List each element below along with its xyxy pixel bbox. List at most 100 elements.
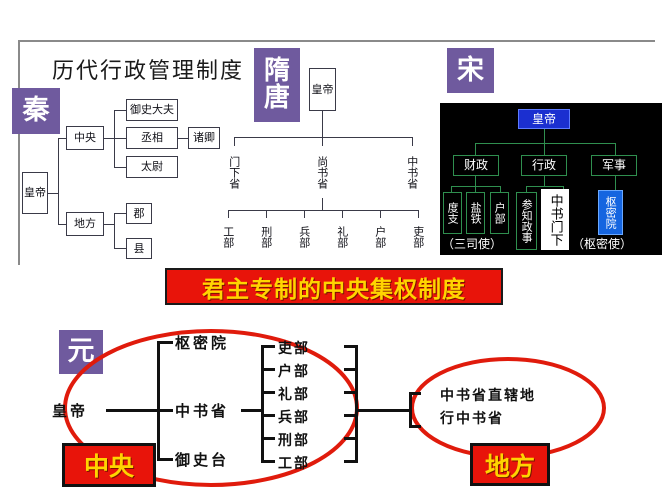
song-line-to-finance — [475, 143, 476, 155]
qin-line-to-taiwei — [114, 167, 126, 168]
song-admin-canzhizhengshi-label: 参知政事 — [520, 199, 534, 243]
song-line-to-duzhi — [451, 186, 452, 192]
yuan-line-to-local — [358, 409, 410, 412]
suitang-ministry-5: 户部 — [370, 218, 390, 256]
qin-line-to-xian — [114, 248, 126, 249]
suitang-line-to-gongbu — [228, 210, 229, 218]
qin-line-to-central — [58, 138, 66, 139]
suitang-line-to-hubu — [380, 210, 381, 218]
song-admin-zhongshumenxia: 中书门下 — [541, 189, 569, 250]
song-branch-finance: 财政 — [453, 155, 499, 176]
yuan-line-m3-out — [344, 391, 358, 394]
song-finance-duzhi-label: 度支 — [446, 202, 460, 224]
suitang-line-six-bus — [228, 210, 418, 211]
suitang-ministry-2: 刑部 — [256, 218, 276, 256]
song-finance-note: （三司使） — [442, 237, 503, 251]
yuan-line-m4-out — [344, 414, 358, 417]
yuan-line-to-yushitai — [157, 458, 173, 461]
suitang-dept-shangshusheng: 尚书省 — [312, 146, 332, 198]
yuan-local-bracket-bottom — [409, 425, 421, 428]
song-line-to-yantie — [475, 186, 476, 192]
dynasty-badge-song: 宋 — [447, 48, 494, 93]
yuan-line-to-m3 — [261, 391, 275, 394]
yuan-ministry-6: 工部 — [278, 456, 310, 472]
song-emperor-box: 皇帝 — [518, 109, 570, 129]
yuan-local-bracket-v — [409, 392, 412, 428]
yuan-ministry-2: 户部 — [278, 364, 310, 380]
frame-top-border — [18, 40, 655, 42]
suitang-ministry-5-label: 户部 — [373, 226, 387, 248]
qin-line-local-spine — [114, 213, 115, 248]
label-box-local: 地方 — [470, 443, 550, 486]
suitang-line-to-menxia — [234, 137, 235, 146]
qin-line-emperor-out — [48, 193, 58, 194]
dynasty-badge-qin: 秦 — [12, 88, 60, 134]
qin-line-to-jun — [114, 213, 126, 214]
song-diagram-panel: 皇帝 财政 行政 军事 度支 盐铁 户部 （三司使） 参知政事 — [440, 103, 662, 255]
yuan-line-to-m5 — [261, 437, 275, 440]
yuan-line-spine — [157, 341, 160, 461]
qin-line-central-out — [104, 138, 114, 139]
song-admin-zhongshumenxia-label: 中书门下 — [547, 193, 563, 246]
suitang-ministry-1: 工部 — [218, 218, 238, 256]
song-line-finance-down — [475, 176, 476, 186]
song-military-note: （枢密使） — [572, 237, 633, 251]
song-line-military-down — [615, 176, 616, 190]
qin-emperor-label: 皇帝 — [24, 186, 46, 200]
song-branch-admin: 行政 — [521, 155, 567, 176]
song-military-shumiyuan-label: 枢密院 — [604, 196, 618, 229]
song-line-admin-down — [544, 176, 545, 186]
song-finance-yantie-label: 盐铁 — [469, 202, 483, 224]
label-box-central-text: 中央 — [83, 452, 134, 481]
yuan-line-emperor-out — [106, 409, 160, 412]
suitang-line-to-libu-personnel — [418, 210, 419, 218]
suitang-line-to-bingbu — [304, 210, 305, 218]
suitang-line-to-zhongshu — [412, 137, 413, 146]
qin-line-to-local — [58, 224, 66, 225]
song-line-branch-bus — [475, 143, 615, 144]
yuan-line-m2-out — [344, 368, 358, 371]
yuan-emperor-label: 皇帝 — [52, 402, 89, 420]
suitang-dept-menxiasheng-label: 门下省 — [227, 155, 241, 189]
suitang-line-to-xingbu — [266, 210, 267, 218]
yuan-line-to-m6 — [261, 460, 275, 463]
qin-line-emperor-spine — [58, 138, 59, 224]
suitang-line-to-libu-rites — [342, 210, 343, 218]
suitang-dept-zhongshusheng-label: 中书省 — [405, 155, 419, 189]
suitang-emperor-label: 皇帝 — [311, 82, 334, 96]
yuan-organ-shumiyuan: 枢密院 — [175, 334, 230, 352]
qin-line-local-out — [104, 224, 114, 225]
suitang-line-shangshu-down — [322, 198, 323, 210]
qin-office-taiwei: 太尉 — [126, 156, 178, 178]
label-box-local-text: 地方 — [484, 451, 535, 481]
song-military-shumiyuan: 枢密院 — [598, 190, 623, 235]
label-box-central: 中央 — [62, 443, 156, 487]
song-line-emperor-down — [544, 129, 545, 143]
song-branch-military: 军事 — [591, 155, 637, 176]
qin-office-zhuqing: 诸卿 — [188, 127, 220, 149]
song-line-admin-bus — [526, 186, 564, 187]
song-line-finance-bus — [451, 186, 501, 187]
yuan-organ-zhongshusheng: 中书省 — [175, 402, 230, 420]
yuan-bracket-left — [261, 345, 264, 463]
dynasty-badge-yuan: 元 — [59, 330, 103, 374]
suitang-ministry-4: 礼部 — [332, 218, 352, 256]
suitang-dept-shangshusheng-label: 尚书省 — [315, 155, 329, 189]
qin-line-to-yushi — [114, 110, 126, 111]
yuan-ministry-5: 刑部 — [278, 433, 310, 449]
yuan-ministry-1: 吏部 — [278, 341, 310, 357]
song-finance-yantie: 盐铁 — [466, 192, 485, 234]
yuan-line-zhongshu-out — [241, 409, 262, 412]
dynasty-badge-tang: 唐 — [263, 83, 290, 113]
central-banner: 君主专制的中央集权制度 — [165, 268, 503, 305]
yuan-line-to-m4 — [261, 414, 275, 417]
yuan-local-line-1: 中书省直辖地 — [440, 388, 536, 404]
suitang-ministry-3-label: 兵部 — [297, 226, 311, 248]
yuan-organ-yushitai: 御史台 — [175, 451, 230, 469]
dynasty-badge-sui: 隋 — [263, 56, 290, 87]
yuan-ministry-3: 礼部 — [278, 387, 310, 403]
song-admin-canzhizhengshi: 参知政事 — [516, 192, 537, 250]
yuan-line-to-zhongshusheng — [157, 409, 173, 412]
suitang-line-emperor-down — [322, 111, 323, 137]
